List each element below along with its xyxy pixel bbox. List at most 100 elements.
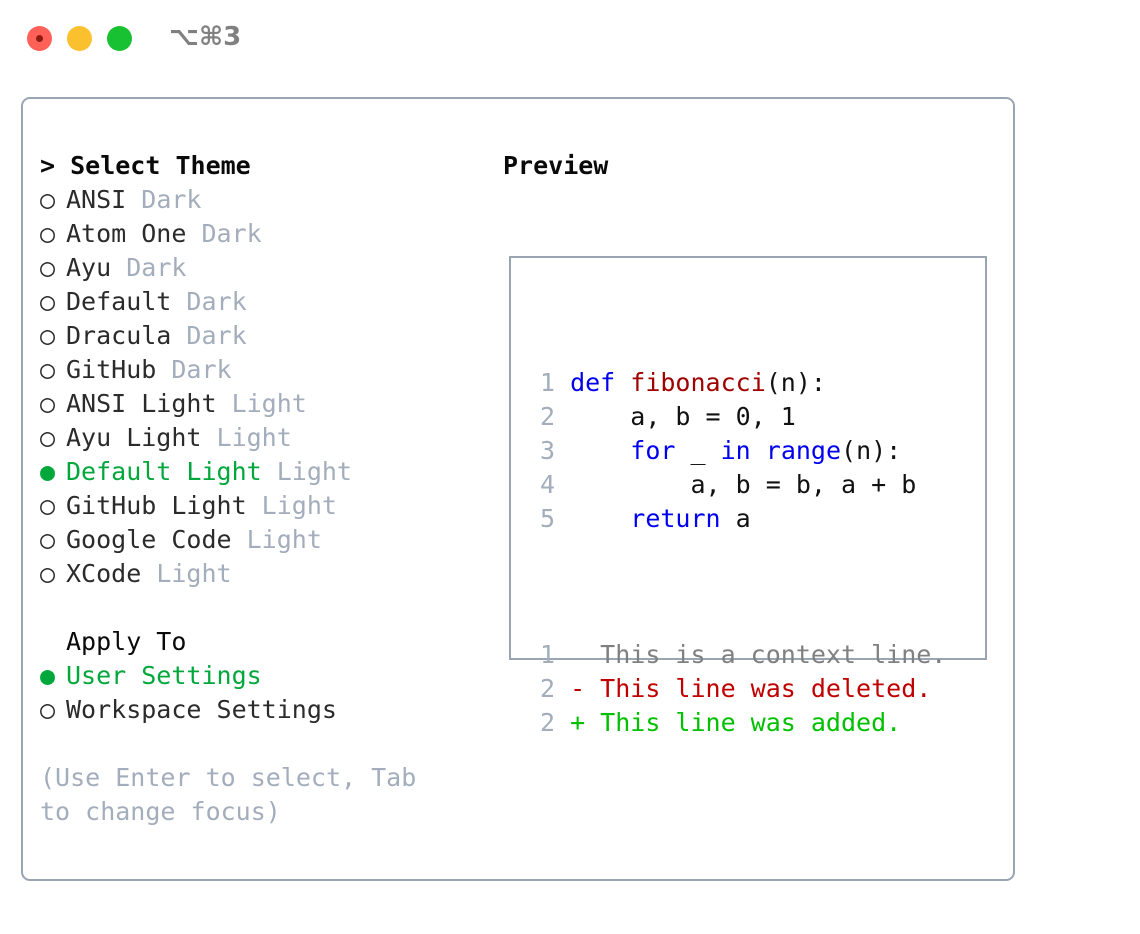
radio-unselected-icon: ○ — [40, 695, 56, 724]
theme-option-github-light[interactable]: ○ GitHub Light Light — [40, 489, 500, 523]
theme-option-label: GitHub Light — [66, 491, 262, 520]
code-token-txt: a, b = 0, 1 — [570, 402, 796, 431]
diff-line-text: + This line was added. — [570, 708, 902, 737]
theme-option-label: Ayu Light — [66, 423, 217, 452]
theme-variant-tag: Dark — [186, 287, 247, 316]
theme-option-label: Ayu — [66, 253, 127, 282]
close-window-button[interactable] — [27, 26, 52, 51]
theme-option-google-code[interactable]: ○ Google Code Light — [40, 523, 500, 557]
code-line: 5 return a — [525, 502, 946, 536]
theme-option-ayu-light[interactable]: ○ Ayu Light Light — [40, 421, 500, 455]
theme-picker-panel: > Select Theme ○ANSI Dark○Atom One Dark○… — [21, 97, 1015, 881]
theme-option-xcode[interactable]: ○ XCode Light — [40, 557, 500, 591]
code-line: 2 a, b = 0, 1 — [525, 400, 946, 434]
radio-unselected-icon: ○ — [40, 185, 56, 214]
theme-option-atom-one[interactable]: ○Atom One Dark — [40, 217, 500, 251]
theme-option-label: Dracula — [66, 321, 187, 350]
diff-line-add: 2 + This line was added. — [525, 706, 946, 740]
theme-option-label: Default — [66, 287, 187, 316]
theme-option-ayu[interactable]: ○ Ayu Dark — [40, 251, 500, 285]
theme-option-label: GitHub — [66, 355, 172, 384]
radio-unselected-icon: ○ — [40, 355, 56, 384]
theme-variant-tag: Dark — [201, 219, 262, 248]
code-token-txt — [615, 368, 630, 397]
radio-unselected-icon: ○ — [40, 491, 56, 520]
radio-unselected-icon: ○ — [40, 559, 56, 588]
preview-heading: Preview — [503, 151, 609, 180]
radio-selected-icon: ● — [40, 661, 56, 690]
theme-option-ansi[interactable]: ○ ANSI Dark — [40, 183, 500, 217]
code-token-txt — [570, 504, 630, 533]
radio-unselected-icon: ○ — [40, 253, 56, 282]
theme-variant-tag: Light — [156, 559, 232, 588]
code-line: 3 for _ in range(n): — [525, 434, 946, 468]
radio-unselected-icon: ○ — [40, 219, 56, 248]
radio-unselected-icon: ○ — [40, 423, 56, 452]
diff-line-del: 2 - This line was deleted. — [525, 672, 946, 706]
code-token-kw: def — [570, 368, 616, 397]
list-spacer — [40, 591, 500, 625]
code-token-txt: (n): — [841, 436, 902, 465]
apply-to-option-user-settings[interactable]: ● User Settings — [40, 659, 500, 693]
diff-line-text: This is a context line. — [570, 640, 947, 669]
minimize-window-button[interactable] — [67, 26, 92, 51]
code-line-number: 4 — [539, 470, 555, 499]
apply-to-options-list: ● User Settings ○Workspace Settings — [40, 659, 500, 727]
code-token-txt: _ — [675, 436, 721, 465]
diff-line-ctx: 1 This is a context line. — [525, 638, 946, 672]
diff-line-text: - This line was deleted. — [570, 674, 932, 703]
radio-selected-icon: ● — [40, 457, 56, 486]
code-token-fn: fibonacci — [630, 368, 766, 397]
theme-variant-tag: Light — [276, 457, 352, 486]
code-line-number: 5 — [539, 504, 555, 533]
theme-variant-tag: Dark — [141, 185, 202, 214]
theme-option-label: ANSI Light — [66, 389, 232, 418]
radio-unselected-icon: ○ — [40, 287, 56, 316]
code-token-kw: range — [765, 436, 842, 465]
code-token-txt: (n): — [765, 368, 826, 397]
theme-options-list: ○ANSI Dark○Atom One Dark○Ayu Dark○Defaul… — [40, 183, 500, 591]
theme-variant-tag: Dark — [171, 355, 232, 384]
theme-variant-tag: Light — [231, 389, 307, 418]
theme-option-label: Default Light — [66, 457, 277, 486]
theme-variant-tag: Dark — [186, 321, 247, 350]
theme-option-ansi-light[interactable]: ○ ANSI Light Light — [40, 387, 500, 421]
title-bar: ⌥⌘3 — [0, 0, 1140, 78]
apply-to-option-workspace-settings[interactable]: ○Workspace Settings — [40, 693, 500, 727]
theme-variant-tag: Light — [246, 525, 322, 554]
diff-line-number: 2 — [539, 674, 555, 703]
apply-to-option-label: User Settings — [66, 661, 262, 690]
diff-line-number: 1 — [539, 640, 555, 669]
code-token-txt: a, b = b, a + b — [570, 470, 917, 499]
code-line-number: 2 — [539, 402, 555, 431]
radio-unselected-icon: ○ — [40, 525, 56, 554]
keyboard-shortcut-label: ⌥⌘3 — [169, 22, 242, 52]
theme-variant-tag: Light — [216, 423, 292, 452]
radio-unselected-icon: ○ — [40, 321, 56, 350]
code-token-kw: return — [630, 504, 721, 533]
maximize-window-button[interactable] — [107, 26, 132, 51]
theme-option-label: XCode — [66, 559, 157, 588]
code-token-txt: a — [720, 504, 751, 533]
theme-option-label: Google Code — [66, 525, 247, 554]
theme-option-default[interactable]: ○ Default Dark — [40, 285, 500, 319]
diff-line-number: 2 — [539, 708, 555, 737]
theme-option-default-light[interactable]: ● Default Light Light — [40, 455, 500, 489]
code-line-number: 3 — [539, 436, 555, 465]
preview-diff-sample: 1 This is a context line.2 - This line w… — [525, 638, 946, 740]
theme-option-label: ANSI — [66, 185, 142, 214]
select-theme-heading: > Select Theme — [40, 151, 251, 180]
code-token-txt — [570, 436, 630, 465]
theme-option-dracula[interactable]: ○ Dracula Dark — [40, 319, 500, 353]
code-line-number: 1 — [539, 368, 555, 397]
theme-option-github[interactable]: ○ GitHub Dark — [40, 353, 500, 387]
code-token-txt — [751, 436, 766, 465]
theme-variant-tag: Light — [261, 491, 337, 520]
radio-unselected-icon: ○ — [40, 389, 56, 418]
apply-to-heading: Apply To — [66, 627, 187, 656]
theme-variant-tag: Dark — [126, 253, 187, 282]
code-token-kw: in — [720, 436, 751, 465]
